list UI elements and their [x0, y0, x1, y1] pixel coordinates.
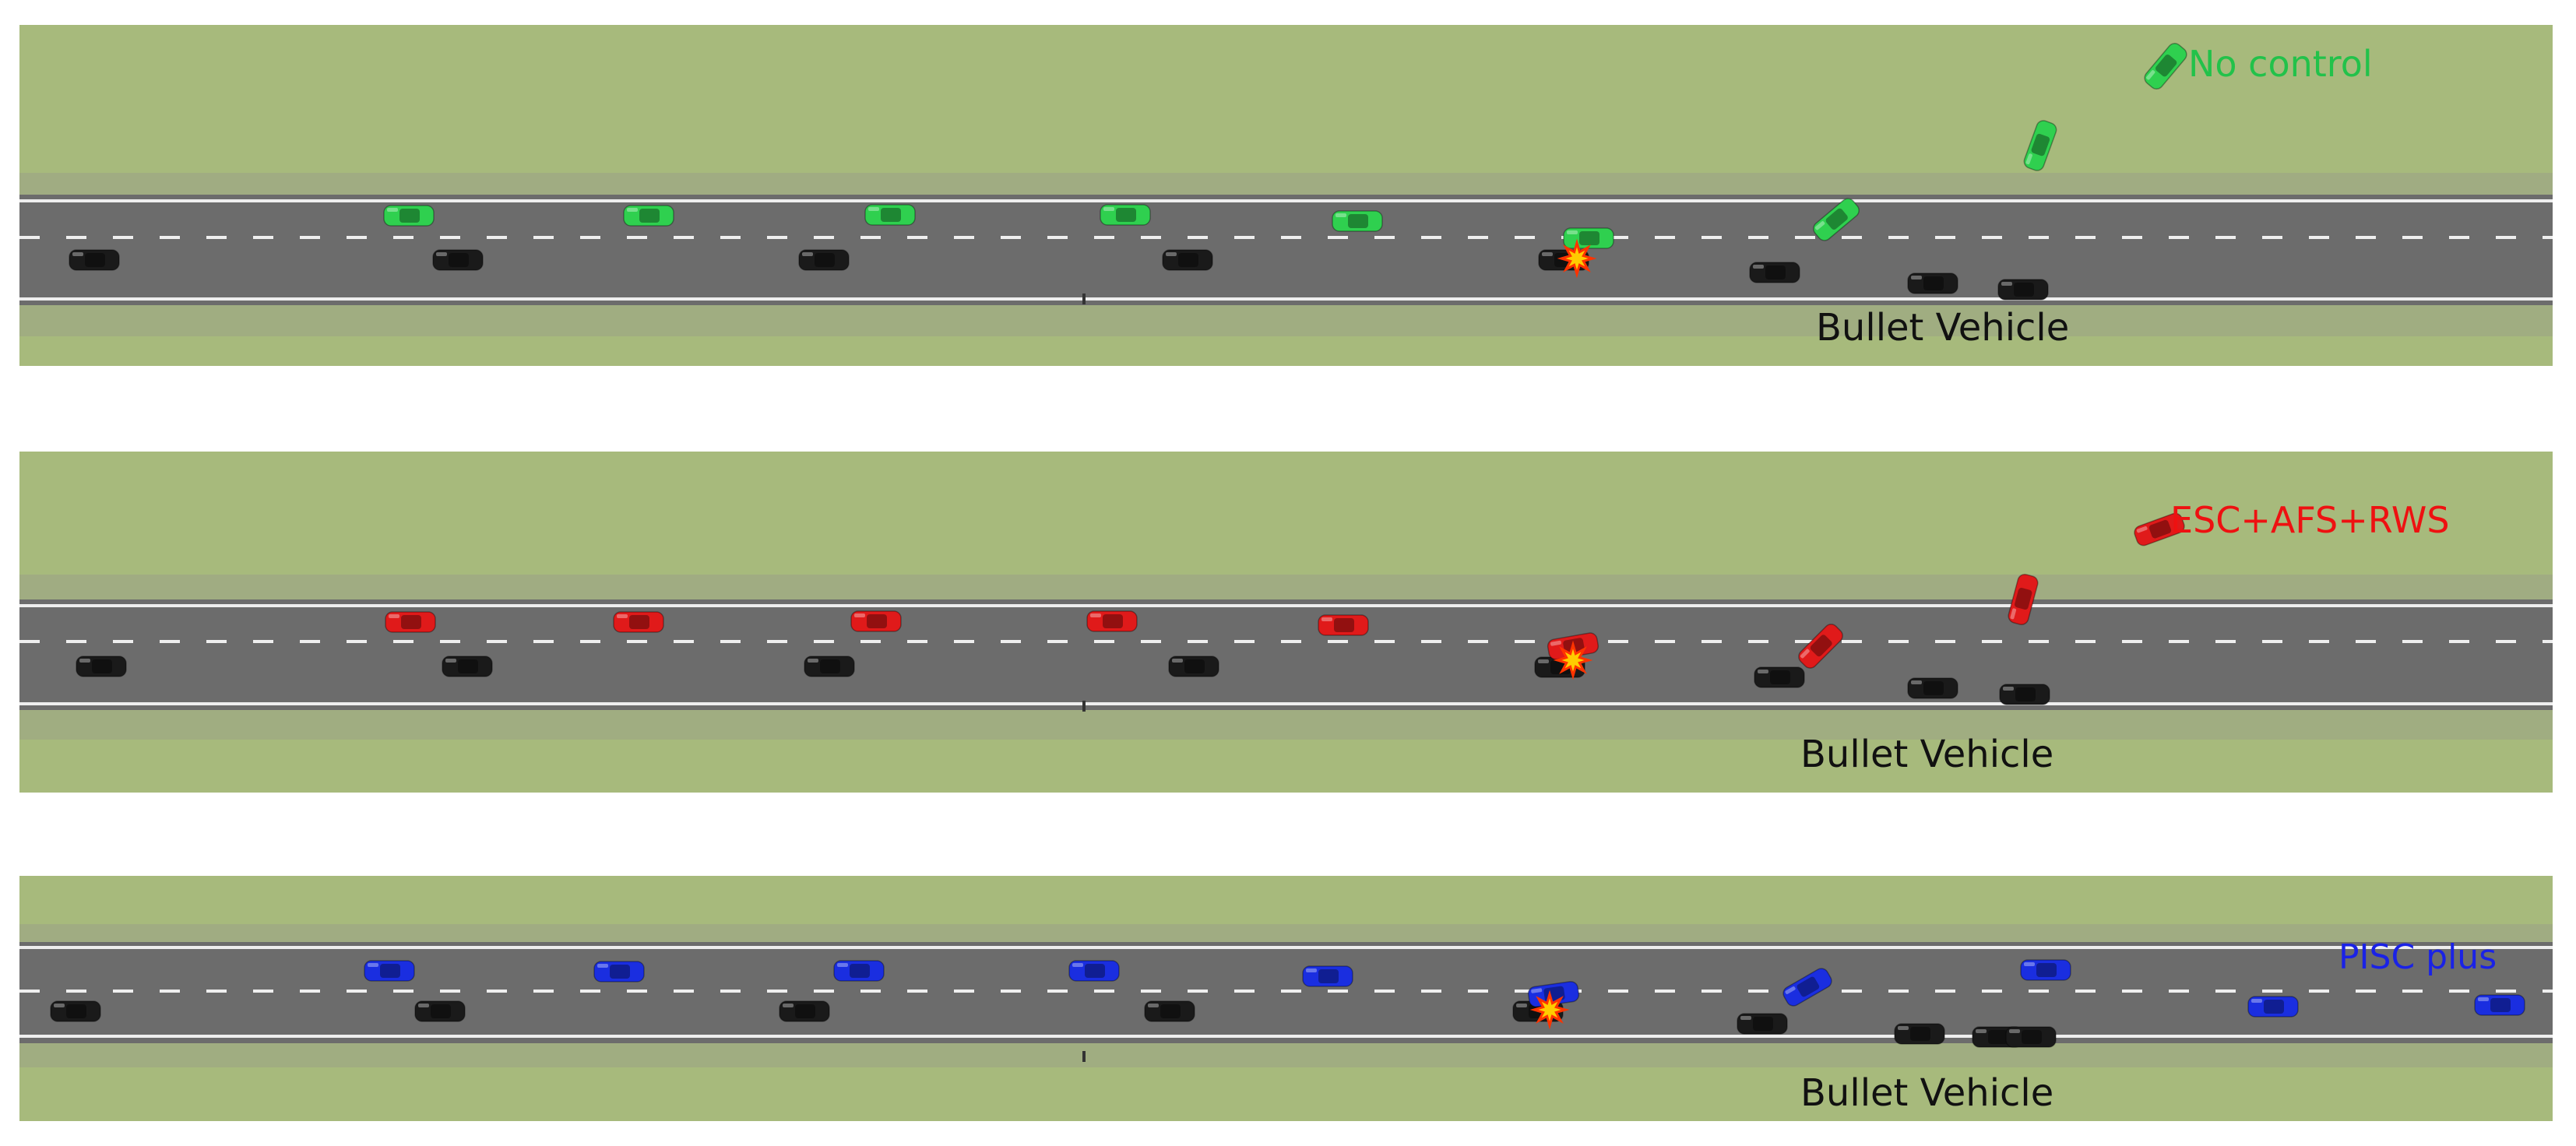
- road-scene: [19, 452, 2553, 793]
- car-icon: [1144, 1000, 1195, 1022]
- car-icon: [76, 656, 127, 677]
- car-icon: [1798, 624, 1843, 669]
- car-icon: [798, 249, 850, 271]
- car-icon: [1332, 210, 1383, 232]
- car-icon: [364, 960, 415, 982]
- car-icon: [850, 610, 902, 632]
- car-icon: [2247, 996, 2299, 1018]
- car-icon: [1782, 968, 1832, 1007]
- collision-burst-icon: [1553, 640, 1593, 680]
- car-icon: [1086, 610, 1138, 632]
- bullet-vehicle-label: Bullet Vehicle: [1816, 306, 2070, 350]
- car-icon: [1997, 279, 2049, 301]
- collision-burst-icon: [1557, 238, 1597, 279]
- collision-burst-icon: [1529, 990, 1570, 1030]
- car-icon: [1068, 960, 1120, 982]
- road: [19, 599, 2553, 710]
- car-icon: [1563, 227, 1614, 249]
- car-icon: [442, 656, 493, 677]
- car-icon: [1318, 614, 1369, 636]
- car-icon: [414, 1000, 466, 1022]
- panel-title-label: PISC plus: [2338, 937, 2497, 977]
- car-icon: [1168, 656, 1219, 677]
- panel-esc-afs-rws: ESC+AFS+RWS Bullet Vehicle: [19, 452, 2553, 793]
- panel-pisc-plus: PISC plus Bullet Vehicle: [19, 876, 2553, 1121]
- panel-title-label: ESC+AFS+RWS: [2170, 499, 2450, 541]
- car-icon: [1999, 684, 2050, 705]
- car-icon: [1162, 249, 1213, 271]
- road-edge-top: [19, 604, 2553, 607]
- road-edge-top: [19, 946, 2553, 949]
- car-icon: [593, 961, 645, 983]
- car-icon: [1100, 204, 1151, 226]
- bullet-vehicle-label: Bullet Vehicle: [1800, 733, 2054, 776]
- car-icon: [69, 249, 120, 271]
- car-icon: [1737, 1013, 1788, 1035]
- road-scene: [19, 25, 2553, 366]
- car-icon: [1749, 262, 1800, 283]
- marker-post: [1082, 701, 1086, 712]
- panel-title-label: No control: [2188, 43, 2373, 85]
- car-icon: [804, 656, 855, 677]
- road-edge-top: [19, 199, 2553, 202]
- road-scene: [19, 876, 2553, 1121]
- road-edge-bottom: [19, 297, 2553, 301]
- car-icon: [623, 205, 674, 227]
- bullet-vehicle-label: Bullet Vehicle: [1800, 1071, 2054, 1115]
- car-icon: [1754, 666, 1805, 688]
- car-icon: [432, 249, 484, 271]
- car-icon: [2008, 573, 2039, 626]
- car-icon: [2474, 994, 2525, 1016]
- car-icon: [613, 611, 664, 633]
- road-edge-bottom: [19, 702, 2553, 705]
- car-icon: [1907, 677, 1958, 699]
- road-edge-bottom: [19, 1035, 2553, 1038]
- car-icon: [383, 205, 435, 227]
- car-icon: [385, 611, 436, 633]
- car-icon: [1907, 272, 1958, 294]
- car-icon: [2023, 120, 2057, 171]
- car-icon: [2005, 1026, 2057, 1048]
- car-icon: [2134, 512, 2185, 547]
- car-icon: [2020, 959, 2071, 981]
- car-icon: [779, 1000, 830, 1022]
- car-icon: [864, 204, 916, 226]
- car-icon: [2144, 43, 2187, 90]
- marker-post: [1082, 1051, 1086, 1062]
- car-icon: [1894, 1023, 1945, 1045]
- car-icon: [1302, 965, 1353, 987]
- car-icon: [50, 1000, 101, 1022]
- car-icon: [833, 960, 885, 982]
- panel-no-control: No control Bullet Vehicle: [19, 25, 2553, 366]
- marker-post: [1082, 294, 1086, 304]
- car-icon: [1813, 198, 1860, 241]
